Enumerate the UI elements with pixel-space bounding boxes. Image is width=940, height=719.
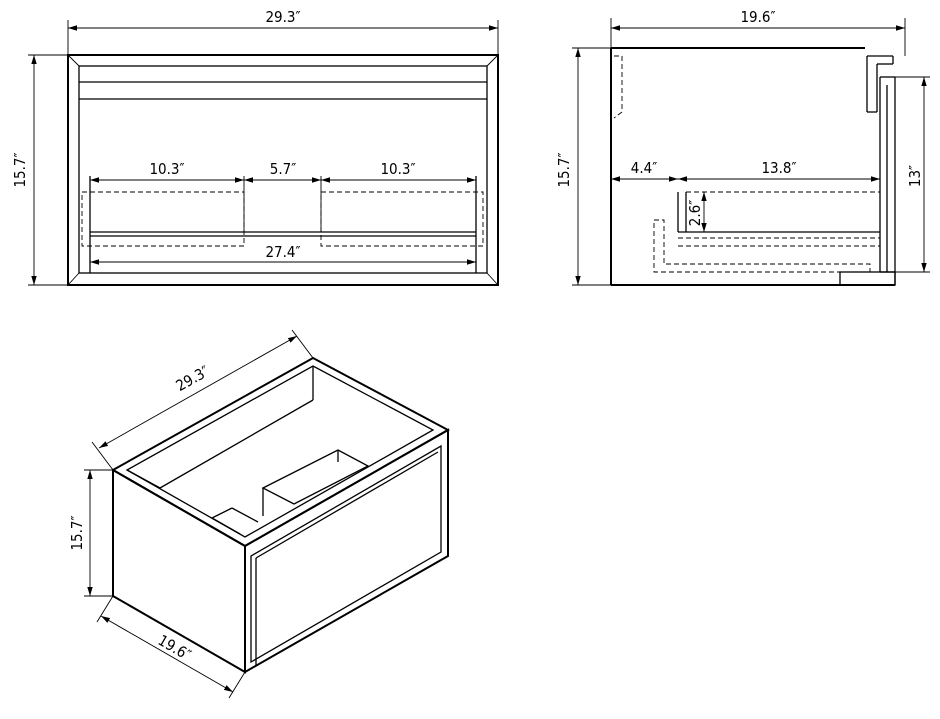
- iso-drawer-front: [250, 444, 442, 664]
- iso-top-rim: [110, 356, 451, 548]
- front-cabinet-outline: [67, 54, 499, 286]
- iso-inner-rim: [125, 365, 435, 538]
- side-inner-height-label: 13″: [906, 165, 924, 187]
- front-inner-frame: [78, 65, 488, 274]
- side-overall-height-label: 15.7″: [555, 152, 573, 187]
- iso-depth-label: 19.6″: [155, 631, 194, 664]
- front-left-drawer-width-label: 10.3″: [149, 160, 184, 178]
- side-drawer-height-label: 2.6″: [686, 200, 704, 227]
- side-drawer-depth-label: 13.8″: [761, 159, 796, 177]
- iso-width-label: 29.3″: [173, 362, 212, 395]
- side-view: 19.6″ 15.7″ 4.4″ 13.8″ 2.6″ 13″: [555, 8, 930, 286]
- isometric-view: 29.3″ 15.7″ 19.6″: [68, 329, 451, 699]
- side-bottom-rail: [839, 271, 896, 286]
- front-inner-width-label: 27.4″: [265, 243, 300, 261]
- front-right-drawer-hidden: [320, 191, 484, 247]
- side-overall-depth-label: 19.6″: [740, 8, 775, 26]
- iso-front-face: [244, 428, 449, 674]
- front-right-drawer-width-label: 10.3″: [380, 160, 415, 178]
- front-view: 29.3″ 15.7″ 10.3″ 5.7″ 10.3″ 27.4″: [11, 8, 499, 286]
- front-overall-height-label: 15.7″: [11, 152, 29, 187]
- side-front-offset-label: 4.4″: [631, 159, 658, 177]
- front-overall-width-label: 29.3″: [265, 8, 300, 26]
- front-center-gap-label: 5.7″: [270, 160, 297, 178]
- iso-partition: [261, 449, 370, 505]
- front-left-drawer-hidden: [81, 191, 245, 247]
- iso-height-label: 15.7″: [68, 515, 86, 550]
